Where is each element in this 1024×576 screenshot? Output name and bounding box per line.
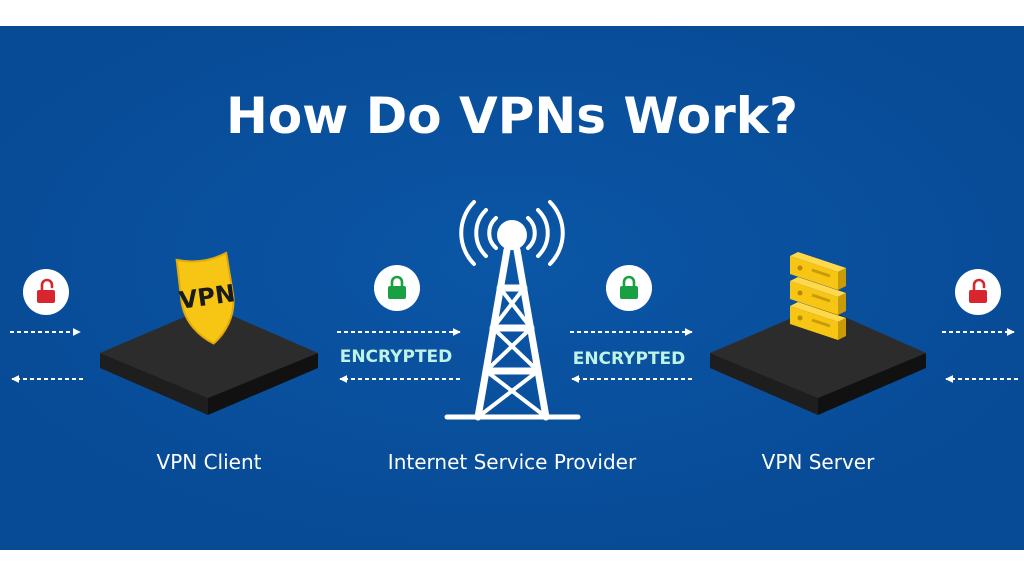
radio-tower-icon bbox=[444, 220, 581, 421]
server-platform-side-right bbox=[818, 353, 926, 415]
link-isp-server: ENCRYPTED bbox=[570, 265, 693, 383]
vpn-client-node: VPN VPN Client bbox=[100, 251, 318, 474]
client-platform-side-left bbox=[100, 353, 208, 415]
link-left-edge bbox=[10, 269, 83, 383]
isp-node: Internet Service Provider bbox=[388, 200, 637, 474]
client-isp-encrypted-label: ENCRYPTED bbox=[340, 347, 453, 367]
isp-label: Internet Service Provider bbox=[388, 450, 637, 474]
unlocked-padlock-icon bbox=[37, 278, 55, 303]
page-title: How Do VPNs Work? bbox=[226, 87, 798, 145]
client-platform-side-right bbox=[208, 353, 318, 415]
vpn-diagram: How Do VPNs Work? VPN VPN Client ENCRYPT… bbox=[0, 26, 1024, 550]
locked-padlock-icon bbox=[620, 275, 638, 299]
server-platform-side-left bbox=[710, 353, 818, 415]
vpn-server-label: VPN Server bbox=[762, 450, 875, 474]
vpn-shield-icon: VPN bbox=[175, 251, 237, 345]
link-client-isp: ENCRYPTED bbox=[337, 265, 461, 383]
vpn-server-node: VPN Server bbox=[710, 252, 926, 474]
signal-waves-icon bbox=[459, 200, 565, 266]
server-rack-icon bbox=[790, 252, 846, 340]
isp-server-encrypted-label: ENCRYPTED bbox=[573, 349, 686, 369]
diagram-canvas: How Do VPNs Work? VPN VPN Client ENCRYPT… bbox=[0, 26, 1024, 550]
link-right-edge bbox=[942, 269, 1018, 383]
locked-padlock-icon bbox=[388, 275, 406, 299]
vpn-client-label: VPN Client bbox=[157, 450, 262, 474]
client-platform-top bbox=[100, 306, 318, 398]
server-platform-top bbox=[710, 306, 926, 398]
unlocked-padlock-icon bbox=[969, 278, 987, 303]
